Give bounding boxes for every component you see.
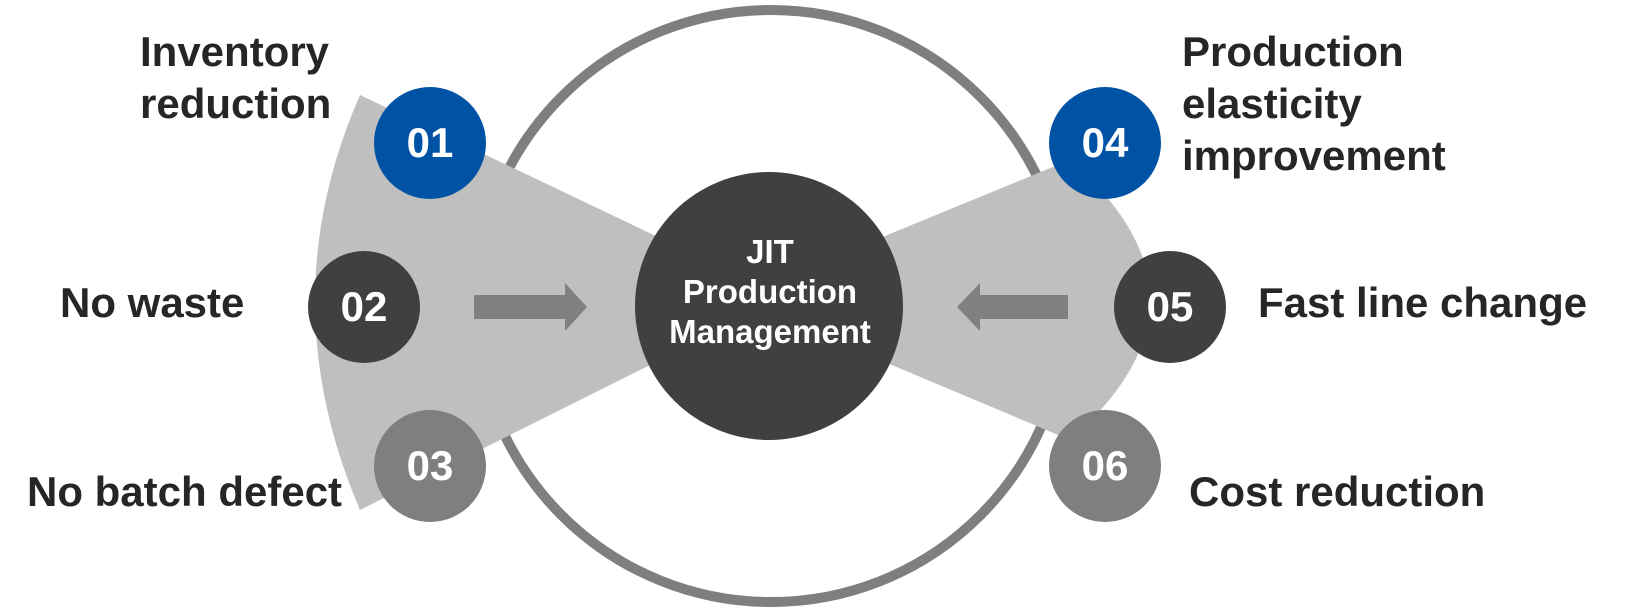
item-label-production-elasticity: Production elasticity improvement: [1182, 26, 1446, 182]
badge-05: [1114, 251, 1226, 363]
badge-03: [374, 410, 486, 522]
item-label-line: No waste: [60, 279, 245, 326]
item-label-line: Production: [1182, 28, 1404, 75]
number-01: 01: [406, 119, 454, 166]
number-06: 06: [1081, 442, 1129, 489]
item-label-line: Cost reduction: [1189, 468, 1486, 515]
center-hub: [635, 172, 903, 440]
center-label-line: Production: [682, 273, 858, 310]
badge-02: [308, 251, 420, 363]
item-label-fast-line-change: Fast line change: [1258, 277, 1587, 329]
number-02: 02: [340, 283, 388, 330]
item-label-line: elasticity: [1182, 80, 1362, 127]
center-label: JIT Production Management: [630, 232, 910, 352]
item-label-line: Fast line change: [1258, 279, 1588, 326]
right-arrow-icon: [474, 283, 587, 331]
badge-04: [1049, 87, 1161, 199]
item-label-line: No batch defect: [27, 468, 343, 515]
item-label-line: reduction: [140, 80, 332, 127]
badge-06: [1049, 410, 1161, 522]
center-label-line: Management: [669, 313, 871, 350]
item-label-no-batch-defect: No batch defect: [27, 466, 342, 518]
item-label-inventory-reduction: Inventory reduction: [140, 26, 331, 130]
number-05: 05: [1146, 283, 1194, 330]
item-label-cost-reduction: Cost reduction: [1189, 466, 1485, 518]
center-label-line: JIT: [746, 233, 794, 270]
item-label-line: improvement: [1182, 132, 1446, 179]
item-label-no-waste: No waste: [60, 277, 244, 329]
number-03: 03: [406, 442, 454, 489]
number-04: 04: [1081, 119, 1129, 166]
left-arrow-icon: [957, 283, 1068, 331]
badge-01: [374, 87, 486, 199]
item-label-line: Inventory: [140, 28, 330, 75]
